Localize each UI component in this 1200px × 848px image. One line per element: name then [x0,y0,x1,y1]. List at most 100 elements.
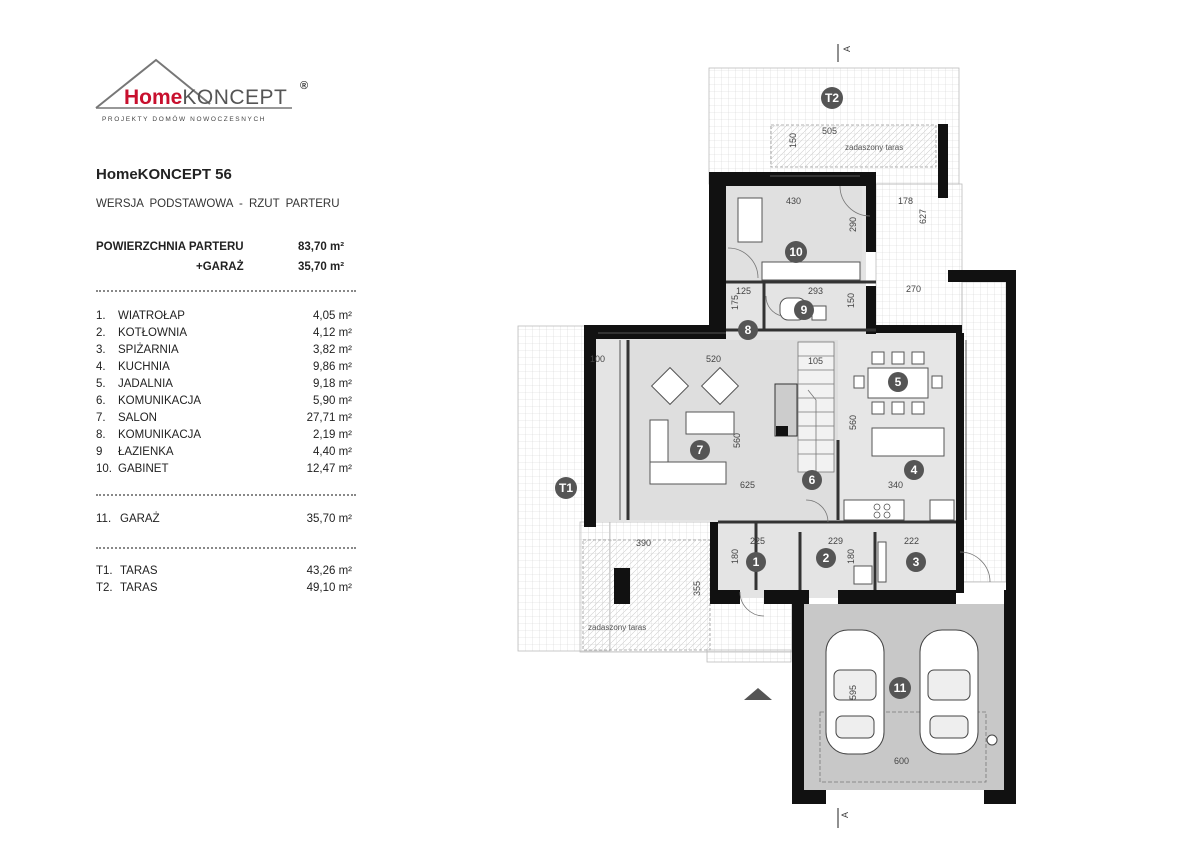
car-right-icon [919,629,979,755]
garage-extra-value: 35,70 m² [298,261,345,273]
door-swings [727,185,991,617]
svg-text:T1: T1 [559,481,573,495]
svg-text:10: 10 [789,245,803,259]
svg-text:6: 6 [809,473,816,487]
logo-tagline: PROJEKTY DOMÓW NOWOCZESNYCH [102,116,267,123]
svg-text:340: 340 [888,480,903,490]
covered-terrace-bottom [582,539,711,651]
svg-text:150: 150 [846,293,856,308]
svg-text:A: A [842,46,852,52]
svg-text:178: 178 [898,196,913,206]
svg-text:225: 225 [750,536,765,546]
floor-area-label: POWIERZCHNIA PARTERU [96,241,244,253]
entry-steps [706,649,792,663]
svg-text:105: 105 [808,356,823,366]
covered-terrace-top [770,124,937,168]
svg-text:290: 290 [848,217,858,232]
floor-area-value: 83,70 m² [298,241,345,253]
covered-terrace-label: zadaszony taras [588,623,646,632]
divider [96,290,356,292]
fireplace-insert [776,426,788,436]
svg-text:5: 5 [895,375,902,389]
window-frames [598,175,967,520]
svg-text:11: 11 [894,681,907,695]
svg-text:293: 293 [808,286,823,296]
svg-text:390: 390 [636,538,651,548]
terrace-badge-t1: T1 [555,477,577,499]
svg-text:229: 229 [828,536,843,546]
logo: HomeKONCEPT ® PROJEKTY DOMÓW NOWOCZESNYC… [92,56,322,136]
room-badge-5: 5 [888,372,908,392]
svg-text:2: 2 [823,551,830,565]
logo-wordmark: HomeKONCEPT [124,86,288,109]
divider [96,547,356,549]
svg-text:3: 3 [913,555,920,569]
svg-text:430: 430 [786,196,801,206]
terrace-badge-t2: T2 [821,87,843,109]
svg-text:4: 4 [911,463,918,477]
svg-text:100: 100 [590,354,605,364]
svg-text:8: 8 [745,323,752,337]
svg-text:595: 595 [848,685,858,700]
svg-text:560: 560 [848,415,858,430]
room-badge-6: 6 [802,470,822,490]
svg-text:180: 180 [846,549,856,564]
svg-text:222: 222 [904,536,919,546]
svg-text:505: 505 [822,126,837,136]
section-marker-bottom: A [837,808,850,828]
svg-text:T2: T2 [825,91,839,105]
terrace-east [961,281,1007,583]
svg-text:600: 600 [894,756,909,766]
room-badge-4: 4 [904,460,924,480]
room-badge-1: 1 [746,552,766,572]
room-badge-2: 2 [816,548,836,568]
divider [96,494,356,496]
svg-text:7: 7 [697,443,704,457]
svg-text:520: 520 [706,354,721,364]
terrace-t2-side [875,183,963,333]
hob-icon [873,503,891,519]
svg-text:355: 355 [692,581,702,596]
logo-registered: ® [300,80,309,92]
room-badge-11: 11 [889,677,911,699]
staircase [797,341,835,473]
dimension-labels: 505 150 430 178 627 290 125 293 270 175 … [590,126,928,766]
svg-text:560: 560 [732,433,742,448]
room-badge-8: 8 [738,320,758,340]
room-badge-10: 10 [785,241,807,263]
svg-text:625: 625 [740,480,755,490]
svg-text:A: A [840,812,850,818]
project-title: HomeKONCEPT 56 [96,166,232,183]
car-left-icon [825,629,885,755]
entrance-arrow-icon [744,688,772,700]
svg-text:180: 180 [730,549,740,564]
garage-extra-label: +GARAŻ [196,261,244,273]
section-marker-top: A [837,44,852,62]
svg-text:1: 1 [753,555,760,569]
svg-text:125: 125 [736,286,751,296]
project-subtitle: WERSJA PODSTAWOWA - RZUT PARTERU [96,198,340,210]
garage-drain-icon [986,734,998,746]
svg-text:627: 627 [918,209,928,224]
svg-text:175: 175 [730,295,740,310]
svg-text:9: 9 [801,303,808,317]
svg-text:150: 150 [788,133,798,148]
logo-roof-icon [95,58,292,109]
covered-terrace-label: zadaszony taras [845,143,903,152]
room-badge-3: 3 [906,552,926,572]
room-badge-7: 7 [690,440,710,460]
garage-door-line [819,711,987,783]
